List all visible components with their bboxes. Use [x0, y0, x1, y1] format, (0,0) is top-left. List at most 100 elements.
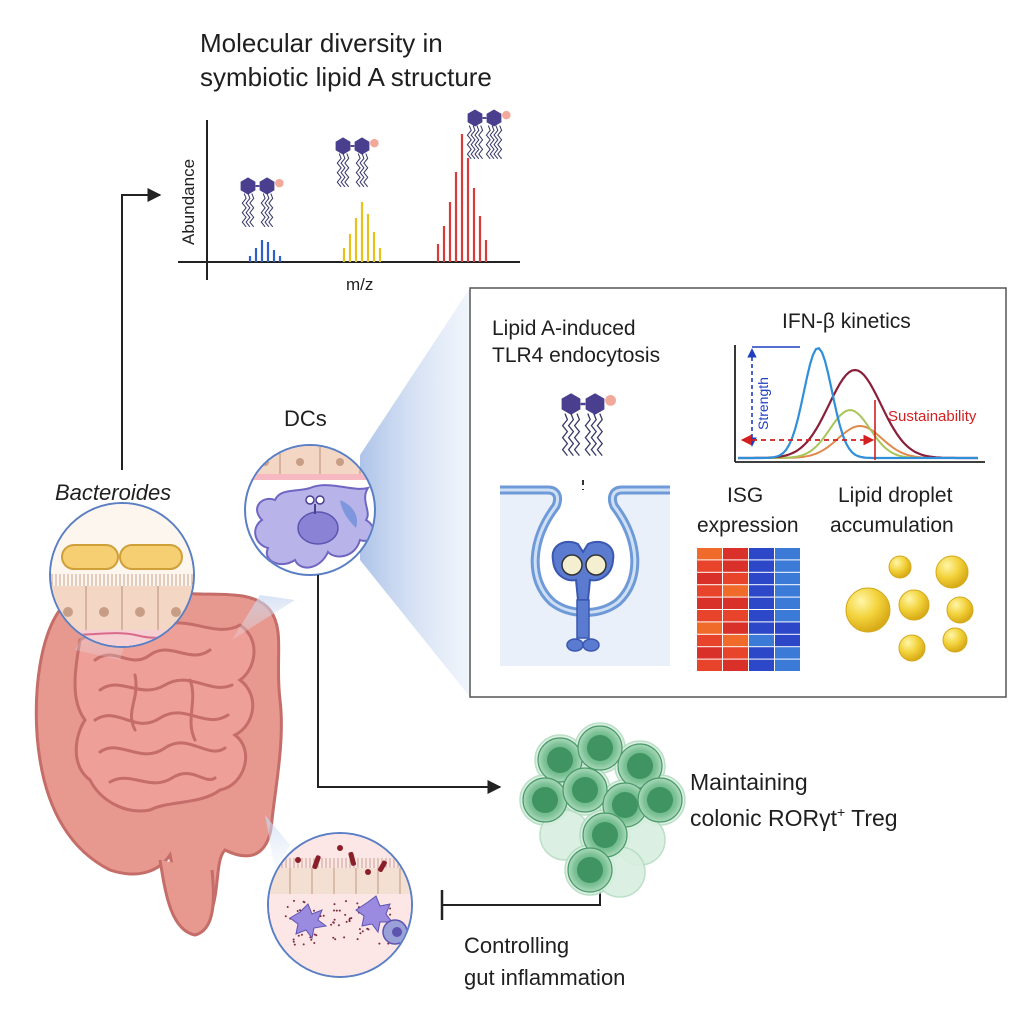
- bacteroides-epithelium-inset: [49, 502, 195, 660]
- lipid-droplet: [898, 589, 930, 621]
- heatmap-cell: [723, 647, 748, 659]
- acyl-chain: [485, 125, 491, 160]
- treg-nucleus: [592, 822, 618, 848]
- lipid-a-icon: [240, 177, 284, 228]
- cytokine-dot: [300, 933, 303, 936]
- inflammation-label-1: Controlling: [464, 933, 569, 958]
- treg-nucleus: [532, 787, 558, 813]
- heatmap-cell: [723, 659, 748, 671]
- glucosamine-hex: [240, 177, 256, 195]
- cytokine-dot: [334, 938, 337, 941]
- mass-spec-plot: Abundance m/z: [178, 109, 520, 294]
- lipid-droplet: [935, 555, 969, 589]
- treg-nucleus: [612, 792, 638, 818]
- inflammation-inset: [265, 815, 413, 978]
- treg-label-main: colonic RORγt: [690, 805, 838, 831]
- heatmap-cell: [749, 659, 774, 671]
- cytokine-dot: [344, 913, 347, 916]
- acyl-chain: [363, 153, 369, 188]
- cytokine-dot: [338, 909, 341, 912]
- lipid-droplet-title-2: accumulation: [830, 514, 954, 537]
- cytokine-dot: [302, 900, 305, 903]
- acyl-chain: [241, 193, 247, 228]
- cytokine-dot: [333, 918, 336, 921]
- heatmap-cell: [749, 647, 774, 659]
- lipid-droplet: [942, 627, 968, 653]
- phosphate-dot: [502, 110, 511, 120]
- heatmap-cell: [749, 634, 774, 647]
- ms-peaks: [248, 134, 488, 262]
- acyl-chain: [474, 125, 480, 160]
- cytokine-dot: [333, 909, 335, 912]
- acyl-chain: [264, 193, 270, 228]
- rectum: [158, 859, 215, 937]
- cytokine-dot: [296, 910, 299, 912]
- heatmap-cell: [775, 659, 800, 671]
- bacteroides-rod: [119, 544, 183, 570]
- acyl-chain: [478, 125, 484, 160]
- dc-to-treg-arrow: [317, 575, 502, 794]
- ifn-title: IFN-β kinetics: [782, 310, 911, 333]
- acyl-chain: [584, 413, 592, 457]
- glucosamine-hex: [335, 137, 351, 155]
- heatmap-cell: [775, 560, 800, 572]
- bacteroides-to-ms-arrow: [121, 188, 162, 470]
- isg-title-2: expression: [697, 514, 799, 537]
- dc-cone: [232, 595, 295, 640]
- heatmap-cell: [697, 659, 722, 671]
- cytokine-dot: [333, 903, 336, 906]
- heatmap-cell: [749, 585, 774, 597]
- lipid-a-icon: [335, 137, 379, 188]
- cytokine-dot: [366, 927, 369, 930]
- heatmap-cell: [749, 548, 774, 560]
- heatmap-cell: [723, 548, 748, 560]
- cytokine-dot: [322, 914, 325, 917]
- heatmap-cell: [697, 647, 722, 659]
- heatmap-cell: [697, 610, 722, 622]
- treg-label-tail: Treg: [845, 805, 897, 831]
- cytokine-dot: [348, 920, 351, 923]
- glucosamine-hex: [561, 393, 581, 415]
- treg-nucleus: [572, 777, 598, 803]
- heatmap-cell: [723, 610, 748, 622]
- acyl-chain: [561, 413, 569, 457]
- dc-inset: DCs: [232, 288, 470, 697]
- heatmap-cell: [749, 622, 774, 634]
- bacteroides-rod: [61, 544, 119, 570]
- heatmap-cell: [775, 585, 800, 597]
- cytokine-dot: [284, 915, 287, 918]
- phosphate-dot: [370, 138, 379, 148]
- heatmap-cell: [697, 585, 722, 597]
- lipid-a-icon: [466, 109, 511, 160]
- treg-nucleus: [647, 787, 673, 813]
- cytokine-dot: [315, 934, 318, 937]
- cytokine-dot: [361, 930, 364, 933]
- acyl-chain: [249, 193, 255, 228]
- heatmap-cell: [749, 610, 774, 622]
- heatmap-cell: [749, 597, 774, 609]
- acyl-chain: [573, 413, 581, 457]
- heatmap-cell: [723, 585, 748, 597]
- treg-cell-cluster: [519, 722, 686, 898]
- ms-lipid-icons: [240, 109, 511, 228]
- sustainability-label: Sustainability: [888, 408, 977, 425]
- lipid-droplet: [845, 587, 891, 633]
- cytokine-dot: [343, 936, 346, 939]
- glucosamine-hex: [467, 109, 483, 127]
- cytokine-dot: [332, 921, 335, 924]
- cytokine-dot: [330, 923, 333, 926]
- heatmap-cell: [749, 560, 774, 572]
- glucosamine-hex: [354, 137, 370, 155]
- cytokine-dot: [313, 933, 316, 936]
- cytokine-dot: [332, 936, 335, 939]
- lipid-droplet: [888, 555, 912, 579]
- lipid-droplet: [898, 634, 926, 662]
- acyl-chain: [493, 125, 499, 160]
- acyl-chain: [355, 153, 361, 188]
- glucosamine-hex: [585, 393, 605, 415]
- inflammation-label-2: gut inflammation: [464, 965, 625, 990]
- ifn-curve: [738, 347, 978, 460]
- endocytosis-title-2: TLR4 endocytosis: [492, 344, 660, 367]
- cytokine-dot: [302, 943, 305, 946]
- heatmap-cell: [749, 572, 774, 585]
